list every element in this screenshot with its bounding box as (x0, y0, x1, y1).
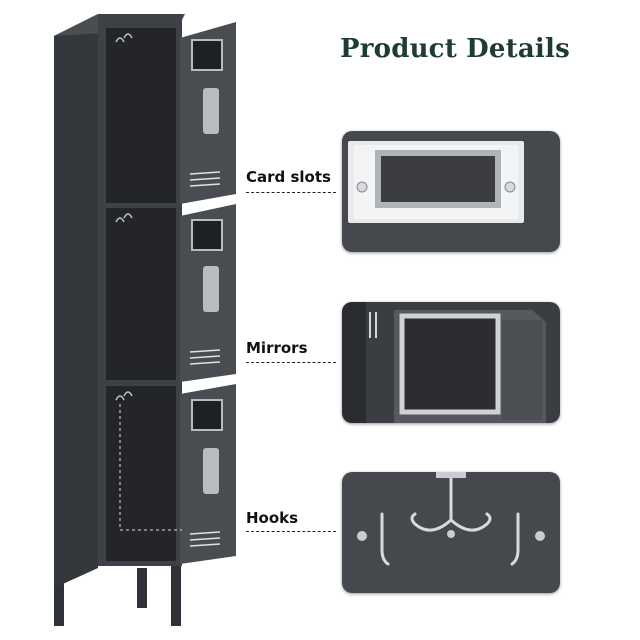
door-middle (180, 204, 236, 382)
leader-card-slots (246, 192, 336, 193)
detail-panel-hooks (342, 472, 560, 593)
leader-mirrors (246, 362, 336, 363)
compartment-bottom (106, 386, 176, 561)
locker-svg (54, 14, 236, 626)
leader-hooks (246, 531, 336, 532)
compartment-middle (106, 208, 176, 380)
locker-illustration (40, 8, 245, 628)
detail-panel-card-slot (342, 131, 560, 252)
compartment-top (106, 28, 176, 203)
page-title: Product Details (340, 34, 570, 64)
door-top (180, 22, 236, 204)
detail-panel-mirror (342, 302, 560, 423)
door-bottom (180, 384, 236, 564)
callout-mirrors: Mirrors (246, 339, 308, 357)
callout-hooks: Hooks (246, 509, 299, 527)
callout-card-slots: Card slots (246, 168, 331, 186)
